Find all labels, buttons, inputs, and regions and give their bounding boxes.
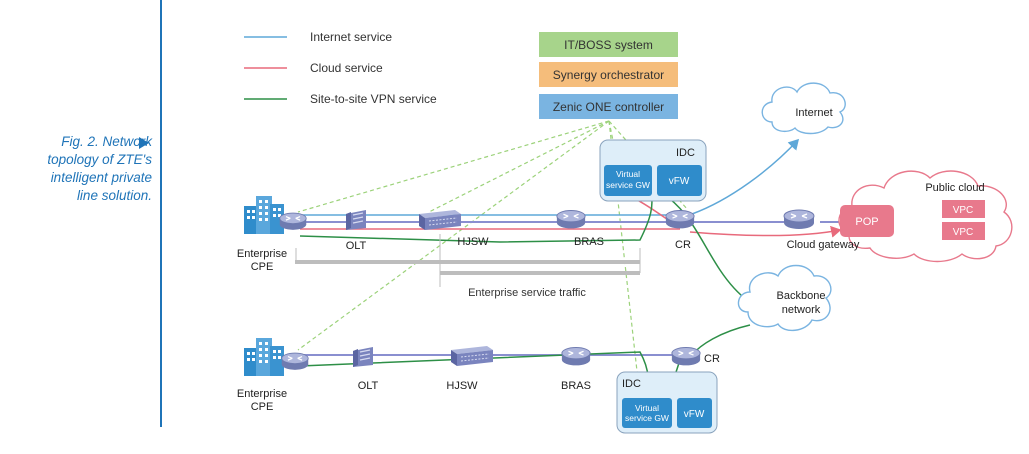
upper-cpe-router-icon — [279, 212, 307, 231]
upper-idc-label: IDC — [676, 147, 695, 159]
lower-cpe-label-2: CPE — [251, 401, 274, 413]
traffic-brackets — [295, 234, 641, 287]
upper-vfw-label: vFW — [669, 176, 690, 187]
lower-hjsw-label: HJSW — [446, 380, 478, 392]
backbone-cloud — [737, 264, 832, 331]
synergy-orchestrator-box: Synergy orchestrator — [539, 62, 678, 87]
caption-line-3: intelligent private — [50, 170, 152, 185]
lower-cr-icon — [671, 346, 701, 367]
lower-bras-label: BRAS — [561, 380, 591, 392]
upper-hjsw-icon — [418, 209, 462, 231]
caption-line-4: line solution. — [76, 188, 152, 203]
upper-olt-icon — [345, 209, 367, 231]
vpc-box-2 — [942, 222, 985, 240]
zenic-label: Zenic ONE controller — [552, 99, 665, 114]
upper-virtual-gw-line1: Virtual — [616, 169, 640, 179]
pop-box — [840, 205, 894, 237]
upper-cpe-label-2: CPE — [251, 261, 274, 273]
upper-olt-label: OLT — [346, 240, 367, 252]
caption-line-2: topology of ZTE's — [47, 152, 152, 167]
public-cloud-label: Public cloud — [925, 182, 984, 194]
lower-vpn-backbone — [691, 324, 751, 356]
lower-virtual-gw-line1: Virtual — [635, 403, 659, 413]
lower-virtual-gw — [622, 398, 672, 428]
upper-bras-label: BRAS — [574, 236, 604, 248]
upper-bras-icon — [556, 209, 586, 230]
vpc-label-1: VPC — [953, 205, 974, 216]
upper-cpe-label-1: Enterprise — [237, 248, 287, 260]
vpc-label-2: VPC — [953, 227, 974, 238]
synergy-label: Synergy orchestrator — [552, 67, 665, 82]
internet-cloud — [761, 82, 846, 135]
upper-enterprise-building — [244, 196, 284, 234]
internet-arrow — [691, 138, 800, 215]
upper-cr-icon — [665, 209, 695, 230]
figure-caption: Fig. 2. Network topology of ZTE's intell… — [0, 133, 152, 205]
pop-label: POP — [855, 216, 878, 228]
caption-arrow-icon — [139, 137, 149, 149]
caption-line-1: Fig. 2. Network — [61, 134, 152, 149]
cloud-gateway-label: Cloud gateway — [787, 239, 860, 251]
lower-virtual-gw-line2: service GW — [625, 413, 669, 423]
internet-label: Internet — [795, 107, 832, 119]
enterprise-traffic-label: Enterprise service traffic — [468, 287, 586, 299]
itboss-label: IT/BOSS system — [564, 37, 653, 52]
upper-virtual-gw-line2: service GW — [606, 180, 650, 190]
upper-cr-label: CR — [675, 239, 691, 251]
lower-cpe-label-1: Enterprise — [237, 388, 287, 400]
lower-vfw — [677, 398, 712, 428]
vpc-box-1 — [942, 200, 985, 218]
lower-vfw-label: vFW — [684, 409, 705, 420]
lower-cr-label: CR — [704, 353, 720, 365]
lower-cpe-router-icon — [281, 352, 309, 371]
lower-bras-icon — [561, 346, 591, 367]
itboss-system-box: IT/BOSS system — [539, 32, 678, 57]
cloud-gateway-icon — [783, 209, 815, 230]
backbone-label-2: network — [782, 304, 821, 316]
caption-divider — [160, 0, 162, 427]
lower-enterprise-building — [244, 338, 284, 376]
lower-olt-label: OLT — [358, 380, 379, 392]
lower-olt-icon — [352, 346, 374, 368]
upper-hjsw-label: HJSW — [457, 236, 489, 248]
legend-vpn-label: Site-to-site VPN service — [310, 92, 437, 106]
cloud-arrow — [689, 225, 842, 238]
lower-hjsw-icon — [450, 345, 494, 367]
zenic-controller-box: Zenic ONE controller — [539, 94, 678, 119]
backbone-label-1: Backbone — [777, 290, 826, 302]
legend-internet-label: Internet service — [310, 30, 392, 44]
legend-cloud-label: Cloud service — [310, 61, 383, 75]
upper-virtual-gw — [604, 165, 652, 196]
upper-vfw — [657, 165, 702, 196]
lower-idc-label: IDC — [622, 378, 641, 390]
